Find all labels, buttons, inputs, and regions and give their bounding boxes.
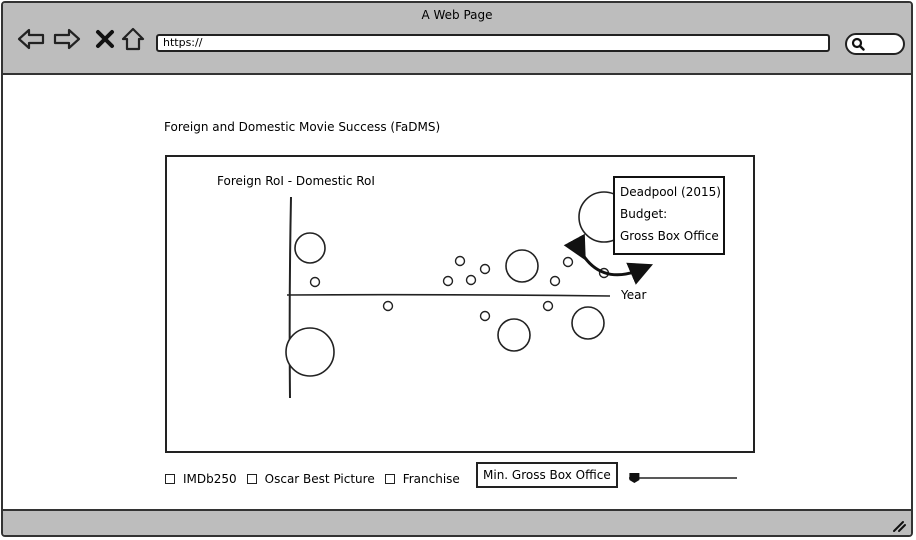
imdb250-checkbox[interactable] (165, 474, 175, 484)
movie-point[interactable] (294, 232, 326, 264)
x-axis-line (286, 293, 611, 297)
movie-point[interactable] (562, 256, 574, 268)
franchise-checkbox[interactable] (384, 474, 395, 484)
tooltip-budget: Budget: (620, 207, 667, 221)
forward-arrow-icon (53, 28, 81, 50)
address-bar[interactable]: https:// (156, 34, 830, 52)
page-content: Foreign and Domestic Movie Success (FaDM… (3, 75, 911, 513)
movie-point[interactable] (479, 263, 491, 275)
movie-point[interactable] (454, 255, 466, 267)
franchise-label: Franchise (402, 472, 460, 486)
browser-titlebar: A Web Page https:// (3, 3, 911, 75)
forward-button[interactable] (53, 25, 81, 53)
tooltip-card: Deadpool (2015) Budget: Gross Box Office (613, 176, 725, 255)
y-axis-label: Foreign RoI - Domestic RoI (217, 174, 375, 188)
movie-point[interactable] (505, 249, 539, 283)
movie-point[interactable] (382, 300, 394, 312)
movie-point[interactable] (309, 276, 321, 288)
movie-point[interactable] (285, 327, 335, 377)
close-x-icon (96, 30, 114, 48)
oscar-checkbox[interactable] (246, 474, 257, 484)
imdb250-label: IMDb250 (183, 472, 237, 486)
oscar-label: Oscar Best Picture (264, 472, 375, 486)
tooltip-title: Deadpool (2015) (620, 185, 721, 199)
back-arrow-icon (17, 28, 45, 50)
chart-points (285, 191, 630, 377)
filter-bar: IMDb250 Oscar Best Picture Franchise (165, 468, 470, 490)
tooltip-connector-arrow (563, 233, 654, 285)
search-icon (851, 37, 865, 51)
filter-imdb250[interactable]: IMDb250 (165, 472, 237, 486)
movie-point[interactable] (571, 306, 605, 340)
search-box[interactable] (845, 33, 905, 55)
movie-point[interactable] (442, 275, 454, 287)
movie-point[interactable] (497, 318, 531, 352)
tooltip-gross: Gross Box Office (620, 229, 719, 243)
scatter-chart: Foreign RoI - Domestic RoI Year Deadpool… (165, 155, 755, 453)
min-gross-slider[interactable] (627, 467, 739, 487)
home-icon (121, 27, 145, 51)
slider-thumb[interactable] (629, 473, 640, 483)
stop-button[interactable] (91, 25, 119, 53)
movie-point[interactable] (465, 274, 477, 286)
filter-oscar-best-picture[interactable]: Oscar Best Picture (246, 472, 375, 486)
resize-grip-icon[interactable] (891, 517, 907, 533)
window-title: A Web Page (421, 8, 493, 22)
movie-point[interactable] (479, 310, 491, 322)
chart-canvas: Foreign RoI - Domestic RoI Year Deadpool… (217, 174, 725, 399)
back-button[interactable] (17, 25, 45, 53)
slider-graphic (629, 473, 737, 483)
page-title: Foreign and Domestic Movie Success (FaDM… (164, 120, 441, 134)
movie-point[interactable] (542, 300, 554, 312)
filter-franchise[interactable]: Franchise (384, 472, 460, 486)
x-axis-label: Year (620, 288, 646, 302)
y-axis-line (288, 196, 292, 399)
min-gross-label: Min. Gross Box Office (476, 462, 618, 488)
home-button[interactable] (119, 25, 147, 53)
movie-point[interactable] (549, 275, 561, 287)
browser-statusbar (3, 509, 911, 535)
